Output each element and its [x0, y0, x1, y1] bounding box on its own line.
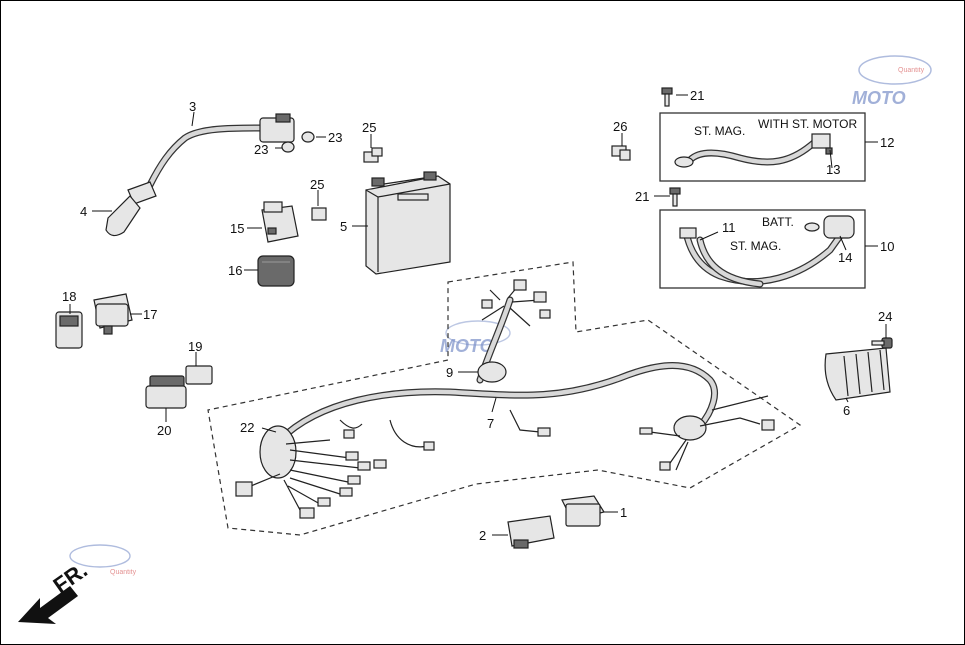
battery	[365, 171, 451, 275]
callout-7: 7	[487, 416, 494, 431]
flasher-cover	[55, 311, 83, 349]
relay-20	[145, 375, 187, 409]
bolt-21-lower	[669, 187, 681, 207]
box-battery-cable	[659, 209, 866, 289]
flasher-relay	[93, 293, 133, 335]
main-wire-harness	[235, 279, 775, 519]
watermark-text: MOTO	[440, 336, 494, 356]
callout-2: 2	[479, 528, 486, 543]
callout-1: 1	[620, 505, 627, 520]
note-with-st-motor: WITH ST. MOTOR	[758, 117, 857, 131]
callout-16: 16	[228, 263, 242, 278]
box-starter-cable	[659, 112, 866, 182]
callout-22: 22	[240, 420, 254, 435]
watermark-bottom-left: Quantity	[69, 544, 137, 576]
watermark-top-right: MOTO Quantity	[852, 55, 932, 108]
callout-9: 9	[446, 365, 453, 380]
note-st-mag-lower: ST. MAG.	[730, 239, 781, 253]
bolt-24	[871, 337, 893, 349]
callout-10: 10	[880, 239, 894, 254]
watermark-subtext: Quantity	[898, 67, 925, 74]
callout-14: 14	[838, 250, 852, 265]
fuse-25-upper	[363, 147, 383, 163]
leader-lines	[69, 94, 887, 536]
callout-24: 24	[878, 309, 892, 324]
starter-relay	[261, 201, 299, 243]
relay-boot	[257, 255, 295, 287]
fuse-25-lower	[311, 207, 327, 221]
callout-12: 12	[880, 135, 894, 150]
callout-3: 3	[189, 99, 196, 114]
callout-25: 25	[310, 177, 324, 192]
callout-21: 21	[635, 189, 649, 204]
watermark-middle: MOTO	[440, 320, 511, 356]
watermark-subtext: Quantity	[110, 569, 137, 576]
callout-4: 4	[80, 204, 87, 219]
callout-23: 23	[328, 130, 342, 145]
callout-21: 21	[690, 88, 704, 103]
connector-1	[561, 495, 605, 527]
callout-19: 19	[188, 339, 202, 354]
connector-19	[185, 365, 213, 385]
fuse-26	[611, 145, 631, 161]
front-direction-arrow: FR.	[18, 557, 92, 624]
callout-20: 20	[157, 423, 171, 438]
note-batt: BATT.	[762, 215, 794, 229]
harness-outline	[207, 261, 802, 536]
watermark-text: MOTO	[852, 88, 906, 108]
callout-6: 6	[843, 403, 850, 418]
bolt-21-upper	[661, 87, 673, 107]
regulator-rectifier	[824, 347, 891, 401]
starter-cable-12	[674, 133, 833, 168]
callout-26: 26	[613, 119, 627, 134]
callout-25: 25	[362, 120, 376, 135]
callout-13: 13	[826, 162, 840, 177]
callout-18: 18	[62, 289, 76, 304]
callout-17: 17	[143, 307, 157, 322]
callout-23: 23	[254, 142, 268, 157]
ignition-coil-assembly	[105, 113, 315, 237]
connector-2	[507, 515, 555, 549]
callout-11: 11	[722, 220, 736, 235]
note-st-mag-upper: ST. MAG.	[694, 124, 745, 138]
front-label: FR.	[49, 557, 92, 598]
battery-cable-10	[679, 215, 855, 288]
callout-15: 15	[230, 221, 244, 236]
callout-5: 5	[340, 219, 347, 234]
